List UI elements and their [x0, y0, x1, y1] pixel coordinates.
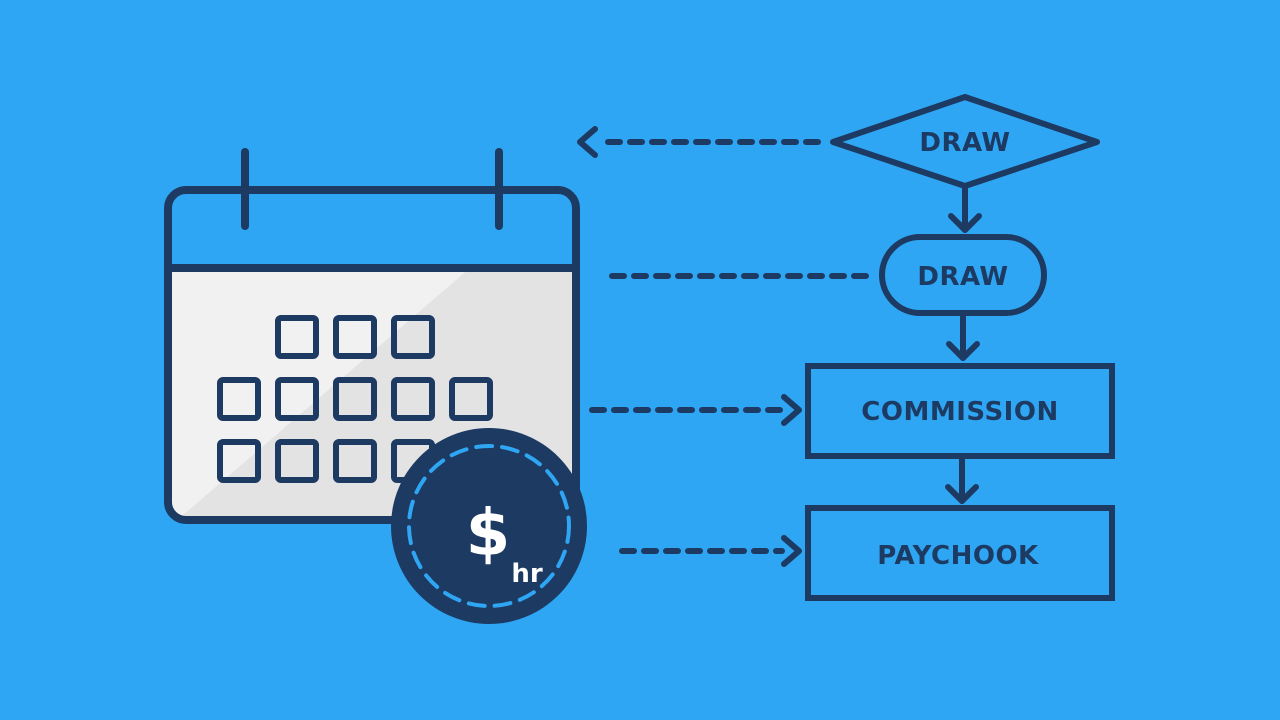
commission-node-label: COMMISSION: [861, 397, 1058, 427]
calendar-day-cell: [391, 377, 435, 421]
terminal-node-label: DRAW: [917, 262, 1008, 292]
dashed-arrow-decision-to-calendar: [577, 126, 821, 158]
calendar-day-cell: [333, 439, 377, 483]
coin-icon: $ hr: [391, 428, 587, 624]
calendar-day-cell: [217, 439, 261, 483]
terminal-node-draw: DRAW: [879, 234, 1047, 316]
calendar-day-cell: [449, 377, 493, 421]
dashed-arrow-to-commission: [589, 394, 802, 426]
paycheck-node-label: PAYCHOOK: [877, 541, 1039, 571]
flowchart: DRAW DRAW COMMISSION PAYCHOOK: [805, 94, 1115, 601]
dashed-arrow-to-paycheck: [619, 535, 802, 567]
flow-arrow-terminal-to-commission: [946, 313, 980, 361]
decision-node-draw: DRAW: [830, 94, 1100, 189]
calendar-day-cell: [275, 315, 319, 359]
process-node-paycheck: PAYCHOOK: [805, 505, 1115, 601]
flow-arrow-commission-to-paycheck: [945, 456, 979, 504]
flow-arrow-decision-to-terminal: [948, 186, 982, 233]
calendar-day-cell: [333, 315, 377, 359]
calendar-day-cell: [275, 377, 319, 421]
coin-dollar-symbol: $: [466, 497, 511, 571]
calendar-day-cell: [217, 377, 261, 421]
dashed-connectors: [577, 126, 869, 567]
calendar-day-cell: [391, 315, 435, 359]
process-node-commission: COMMISSION: [805, 363, 1115, 459]
coin-unit-label: hr: [511, 559, 543, 589]
decision-node-label: DRAW: [919, 128, 1010, 158]
calendar-day-cell: [333, 377, 377, 421]
calendar-day-cell: [275, 439, 319, 483]
